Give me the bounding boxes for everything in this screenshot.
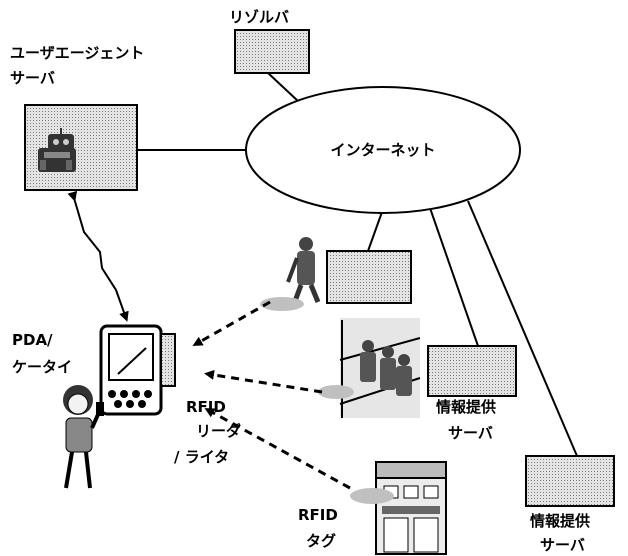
- rfid-tag-label: RFID: [298, 506, 338, 524]
- rfid-tag-shadow-1: [260, 297, 304, 311]
- info-server-box-2: [525, 455, 615, 507]
- wireless-link: [67, 190, 129, 322]
- info-server-label-2a: 情報提供: [530, 512, 590, 530]
- resolver-label: リゾルバ: [229, 8, 289, 26]
- user-agent-server-box: [24, 104, 138, 191]
- walking-person-icon: [286, 237, 321, 305]
- user-agent-server-label-2: サーバ: [10, 69, 55, 87]
- rfid-tag-shadow-3: [350, 488, 394, 504]
- robot-agent-icon: [38, 128, 76, 172]
- line-internet-infoserver2: [467, 200, 578, 457]
- info-server-label-2b: サーバ: [540, 536, 585, 554]
- rfid-reader-writer-label-2: リーダ: [196, 422, 241, 440]
- rfid-reader-writer-label: RFID: [186, 398, 226, 416]
- mannequin-display-icon: [339, 318, 421, 418]
- pda-device-icon: [99, 324, 176, 416]
- internet-ellipse: [245, 86, 521, 214]
- gateway-reader-box: [326, 250, 412, 304]
- rfid-tag-label-2: タグ: [306, 532, 336, 550]
- rfid-read-arrows: [192, 300, 351, 490]
- store-icon: [375, 461, 447, 555]
- resolver-server-box: [234, 29, 310, 74]
- dashed-arrow-2: [204, 369, 323, 394]
- person-with-phone-icon: [63, 385, 104, 489]
- line-internet-infoserver1: [429, 207, 479, 347]
- info-server-label-1a: 情報提供: [436, 398, 496, 416]
- info-server-box-1: [427, 345, 517, 397]
- pda-label: PDA/: [12, 331, 53, 349]
- info-server-label-1b: サーバ: [448, 424, 493, 442]
- rfid-tag-shadow-2: [318, 385, 354, 399]
- rfid-reader-writer-label-3: / ライタ: [174, 448, 229, 466]
- line-internet-gateway: [367, 211, 383, 252]
- internet-label: インターネット: [330, 141, 435, 159]
- dashed-arrow-1: [192, 300, 271, 346]
- pda-label-2: ケータイ: [12, 358, 72, 376]
- user-agent-server-label: ユーザエージェント: [10, 44, 144, 62]
